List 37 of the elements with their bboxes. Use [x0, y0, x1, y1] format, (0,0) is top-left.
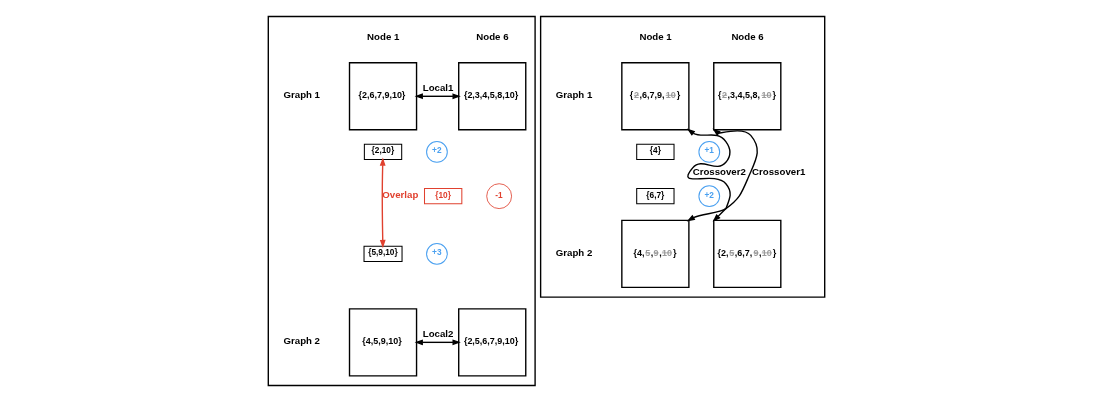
node-circle: +2 [426, 141, 448, 163]
node-circle: +1 [698, 141, 721, 163]
cluster [539, 15, 826, 298]
node-box: {6,7} [636, 188, 675, 205]
arrow [686, 128, 758, 222]
arrow [414, 93, 461, 100]
label: Graph 2 [555, 246, 593, 258]
node-box: {2,5,6,7,9,10} [713, 219, 782, 289]
edge-label: Crossover1 [752, 165, 806, 177]
node-box: {2,3,4,5,8,10} [713, 62, 782, 131]
node-box: {2,10} [363, 143, 403, 161]
node-box: {2,3,4,5,8,10} [458, 62, 527, 131]
label: Graph 1 [555, 89, 593, 101]
node-box: {4,5,9,10} [348, 308, 418, 377]
cluster [267, 15, 536, 387]
node-box: {2,5,6,7,9,10} [458, 308, 527, 377]
node-circle: +2 [698, 185, 721, 208]
arrow [379, 157, 386, 249]
node-box: {2,6,7,9,10} [348, 62, 418, 131]
edge-label: Local1 [422, 81, 454, 93]
node-box: {10} [424, 188, 463, 205]
node-box: {4,5,9,10} [621, 219, 690, 289]
node-box: {4} [636, 143, 675, 161]
label: Node 6 [476, 31, 509, 43]
node-box: {2,6,7,9,10} [621, 62, 690, 131]
label: Node 6 [731, 31, 764, 43]
label: Graph 2 [283, 335, 320, 347]
label: Node 1 [639, 31, 672, 43]
node-box: {5,9,10} [363, 245, 403, 262]
edge-label: Crossover2 [692, 165, 746, 177]
arrow [414, 339, 461, 346]
edge-label: Local2 [422, 327, 454, 339]
label: Graph 1 [283, 89, 320, 101]
node-circle: +3 [426, 243, 448, 265]
node-circle: -1 [486, 183, 512, 209]
arrow [686, 128, 731, 222]
label: Node 1 [367, 31, 400, 43]
